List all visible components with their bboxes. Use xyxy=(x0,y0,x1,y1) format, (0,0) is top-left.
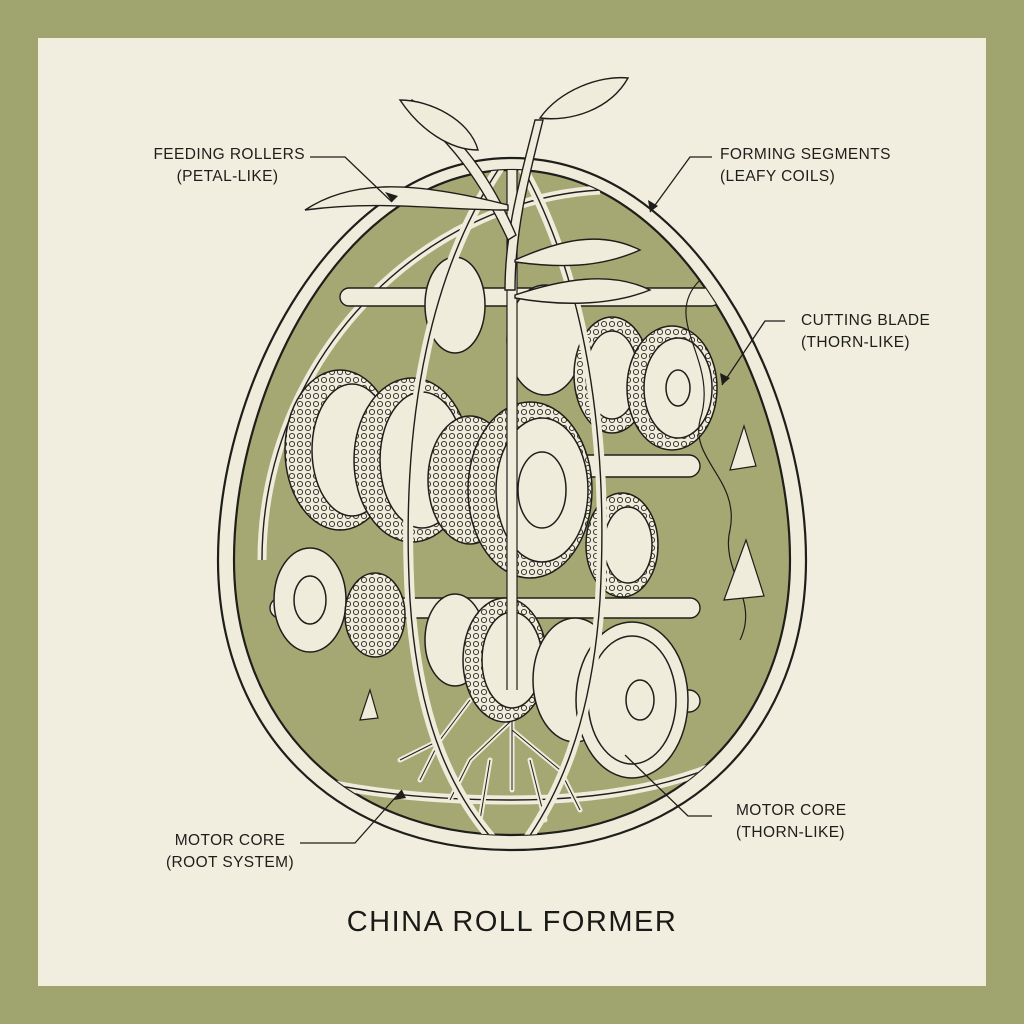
callout-cutting-blade: CUTTING BLADE (THORN-LIKE) xyxy=(801,312,931,351)
roller-row-lower xyxy=(273,547,689,779)
callout-motor-core-root: MOTOR CORE (ROOT SYSTEM) xyxy=(165,832,295,871)
callout-forming-segments: FORMING SEGMENTS (LEAFY COILS) xyxy=(720,146,891,185)
roller-row-middle xyxy=(284,369,659,598)
vines xyxy=(359,279,765,721)
diagram-title: CHINA ROLL FORMER xyxy=(346,906,678,938)
callout-motor-core-thorn: MOTOR CORE (THORN-LIKE) xyxy=(736,802,847,841)
callout-feeding-rollers: FEEDING ROLLERS (PETAL-LIKE) xyxy=(153,146,305,185)
leader-lines xyxy=(300,156,785,844)
sprout xyxy=(304,76,652,304)
